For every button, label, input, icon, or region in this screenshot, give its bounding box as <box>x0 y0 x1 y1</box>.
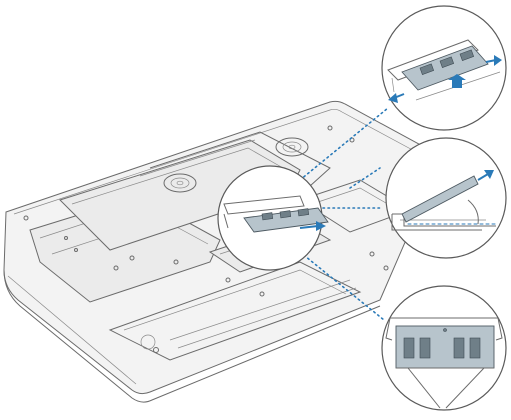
callout-release-levers <box>382 6 506 130</box>
callout-notch-alignment <box>382 286 506 410</box>
callout-module-eject-angle <box>386 138 506 258</box>
